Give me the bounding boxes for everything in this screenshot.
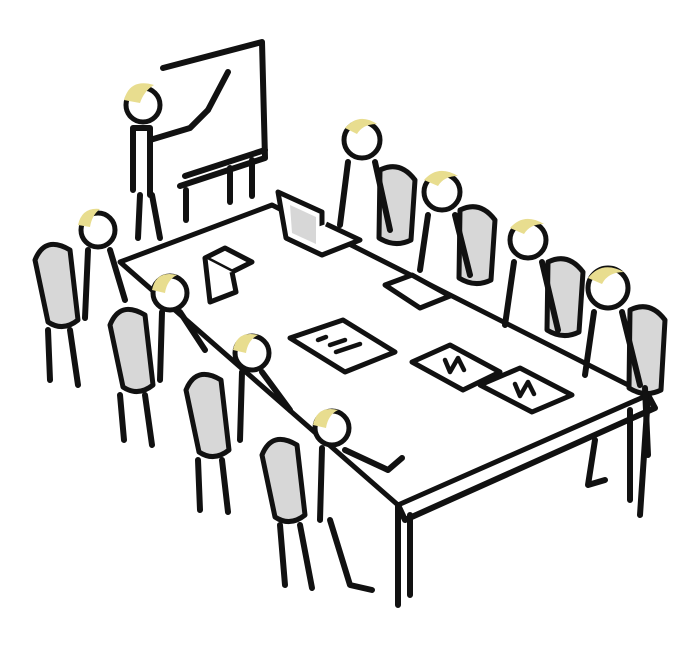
person-left-3 [232, 333, 293, 443]
presenter-person [123, 69, 231, 241]
person-left-2 [150, 273, 208, 383]
laptop-top [275, 189, 363, 258]
person-right-4 [582, 265, 643, 488]
chair-left-3 [183, 371, 232, 515]
person-left-1 [78, 208, 128, 321]
tablet [382, 272, 453, 311]
person-right-1 [337, 118, 393, 233]
person-left-4 [312, 408, 405, 593]
document-3 [477, 365, 575, 415]
chair-right-4 [626, 304, 668, 458]
laptop-left [202, 245, 255, 305]
person-right-2 [417, 170, 473, 278]
chair-left-2 [107, 306, 156, 448]
chair-left-1 [32, 241, 81, 388]
person-right-3 [502, 218, 561, 333]
document-2 [409, 342, 503, 393]
whiteboard [160, 39, 268, 223]
document-1 [287, 317, 398, 375]
chair-left-4 [259, 436, 315, 591]
